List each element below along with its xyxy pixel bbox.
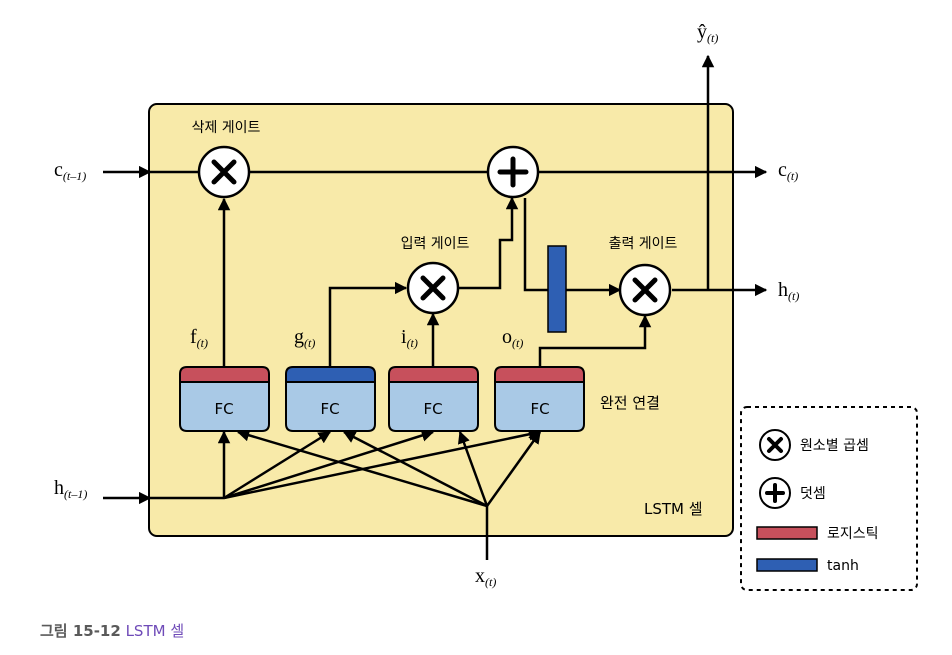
fc-label: FC: [423, 400, 442, 418]
h-to-fc3: [223, 429, 435, 500]
legend-add-label: 덧셈: [800, 486, 826, 502]
fc-unit-main: FC: [285, 366, 376, 432]
fc-label: FC: [530, 400, 549, 418]
input-to-add-path: [459, 196, 519, 290]
x-to-fc3: [457, 430, 489, 507]
tanh-swatch: [756, 558, 818, 572]
fc-unit-forget: FC: [179, 366, 270, 432]
legend-logistic-label: 로지스틱: [827, 526, 879, 542]
g-path: [328, 281, 408, 367]
add-icon: [486, 145, 540, 199]
lstm-cell-label: LSTM 셀: [644, 500, 703, 518]
input-multiply-icon: [406, 261, 460, 315]
fc-label: FC: [320, 400, 339, 418]
figure-title: LSTM 셀: [125, 622, 185, 640]
logistic-swatch: [756, 526, 818, 540]
h-prev-label: h(t–1): [54, 477, 87, 501]
c-to-tanh-path: [523, 198, 622, 297]
x-to-fc1: [236, 429, 488, 508]
h-out-label: h(t): [778, 279, 799, 303]
fc-unit-input: FC: [388, 366, 479, 432]
legend-tanh-label: tanh: [827, 558, 859, 574]
o-path: [538, 314, 652, 367]
legend-multiply-label: 원소별 곱셈: [800, 438, 869, 454]
c-out-label: c(t): [778, 159, 798, 183]
o-label: o(t): [502, 326, 523, 350]
fully-connected-label: 완전 연결: [600, 394, 660, 412]
x-to-fc4: [485, 430, 542, 507]
h-to-fc4: [223, 428, 542, 500]
x-label: x(t): [475, 565, 496, 589]
c-prev-label: c(t–1): [54, 159, 86, 183]
figure-caption: 그림 15-12 LSTM 셀: [40, 620, 184, 641]
fc-label: FC: [214, 400, 233, 418]
input-gate-label: 입력 게이트: [401, 236, 470, 252]
x-to-fc2: [342, 430, 488, 508]
figure-number: 그림 15-12: [40, 622, 121, 640]
f-label: f(t): [190, 326, 208, 350]
i-label: i(t): [401, 326, 418, 350]
multiply-circle-icon: [759, 429, 791, 461]
output-gate-label: 출력 게이트: [609, 236, 678, 252]
tanh-activation-bar: [547, 245, 567, 333]
y-out-label: ŷ(t): [697, 21, 718, 45]
output-multiply-icon: [618, 263, 672, 317]
plus-circle-icon: [759, 477, 791, 509]
lstm-diagram: FC FC FC FC 삭제 게이트 입력 게이트 출력 게이트 완전 연결 L…: [54, 21, 918, 591]
h-to-fc2: [223, 430, 332, 500]
forget-multiply-icon: [197, 145, 251, 199]
g-label: g(t): [294, 326, 315, 350]
forget-gate-label: 삭제 게이트: [192, 120, 261, 136]
legend: 원소별 곱셈 덧셈 로지스틱 tanh: [740, 406, 918, 591]
fc-unit-output: FC: [494, 366, 585, 432]
